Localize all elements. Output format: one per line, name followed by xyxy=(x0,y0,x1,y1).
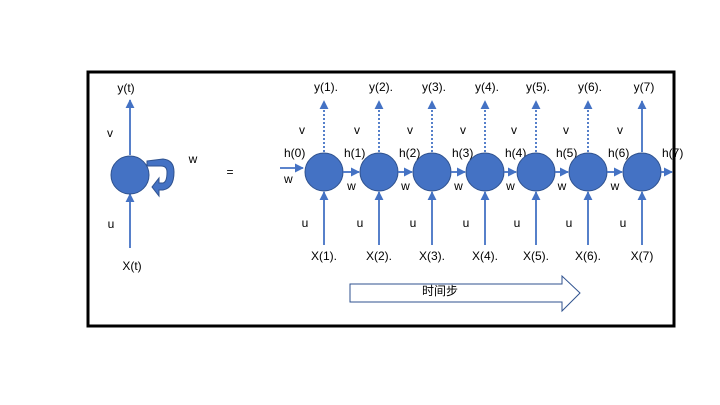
rnn-node-5 xyxy=(516,152,556,192)
timeline: 时间步 xyxy=(349,274,581,313)
v-label-4: v xyxy=(460,123,466,137)
folded-input-label: X(t) xyxy=(122,259,141,273)
folded-u-label: u xyxy=(108,217,115,231)
u-label-2: u xyxy=(357,216,364,230)
rnn-node-1 xyxy=(304,152,344,192)
rnn-node-7 xyxy=(622,152,662,192)
folded-w-label: w xyxy=(188,152,198,166)
v-label-7: v xyxy=(617,123,623,137)
w-label-1: w xyxy=(346,179,356,193)
rnn-node-6 xyxy=(568,152,608,192)
state-label-7: h(7) xyxy=(662,146,683,160)
state-label-3: h(3). xyxy=(452,146,477,160)
unrolled-rnn: h(0) w y(1). X(1). h(1) v u w y(2). X(2). h(2). v… xyxy=(280,80,683,263)
state-label-4: h(4). xyxy=(505,146,530,160)
folded-rnn: y(t) v w u X(t) xyxy=(107,81,198,273)
v-label-6: v xyxy=(563,123,569,137)
output-label-5: y(5). xyxy=(526,80,550,94)
w-label-2: w xyxy=(400,179,410,193)
input-label-2: X(2). xyxy=(366,249,392,263)
recurrent-loop-arrow xyxy=(146,158,175,198)
u-label-7: u xyxy=(620,216,627,230)
input-label-7: X(7) xyxy=(631,249,654,263)
output-label-4: y(4). xyxy=(475,80,499,94)
v-label-3: v xyxy=(407,123,413,137)
state-label-2: h(2). xyxy=(399,146,424,160)
output-label-2: y(2). xyxy=(369,80,393,94)
output-label-3: y(3). xyxy=(422,80,446,94)
u-label-1: u xyxy=(302,216,309,230)
u-label-6: u xyxy=(566,216,573,230)
timeline-arrow xyxy=(349,274,581,313)
v-label-2: v xyxy=(354,123,360,137)
folded-v-label: v xyxy=(107,126,113,140)
initial-state-label: h(0) xyxy=(284,146,305,160)
folded-output-label: y(t) xyxy=(117,81,134,95)
timeline-label: 时间步 xyxy=(422,284,458,298)
input-label-1: X(1). xyxy=(311,249,337,263)
output-label-6: y(6). xyxy=(578,80,602,94)
unrolled-steps: y(1). X(1). h(1) v u w y(2). X(2). h(2). v u w y(3).… xyxy=(299,80,683,263)
u-label-4: u xyxy=(463,216,470,230)
diagram-frame xyxy=(86,70,676,328)
input-label-6: X(6). xyxy=(575,249,601,263)
w-label-5: w xyxy=(557,179,567,193)
folded-node xyxy=(110,155,150,195)
input-label-4: X(4). xyxy=(472,249,498,263)
equals-sign: = xyxy=(226,165,233,179)
input-label-3: X(3). xyxy=(419,249,445,263)
u-label-3: u xyxy=(410,216,417,230)
state-label-5: h(5). xyxy=(556,146,581,160)
initial-w-label: w xyxy=(283,172,293,186)
state-label-6: h(6) xyxy=(608,146,629,160)
input-label-5: X(5). xyxy=(523,249,549,263)
w-label-6: w xyxy=(610,179,620,193)
output-label-1: y(1). xyxy=(314,80,338,94)
state-label-1: h(1) xyxy=(344,146,365,160)
rnn-node-2 xyxy=(359,152,399,192)
rnn-node-4 xyxy=(465,152,505,192)
w-label-3: w xyxy=(453,179,463,193)
rnn-node-3 xyxy=(412,152,452,192)
u-label-5: u xyxy=(514,216,521,230)
w-label-4: w xyxy=(505,179,515,193)
v-label-5: v xyxy=(511,123,517,137)
output-label-7: y(7) xyxy=(634,80,655,94)
v-label-1: v xyxy=(299,123,305,137)
